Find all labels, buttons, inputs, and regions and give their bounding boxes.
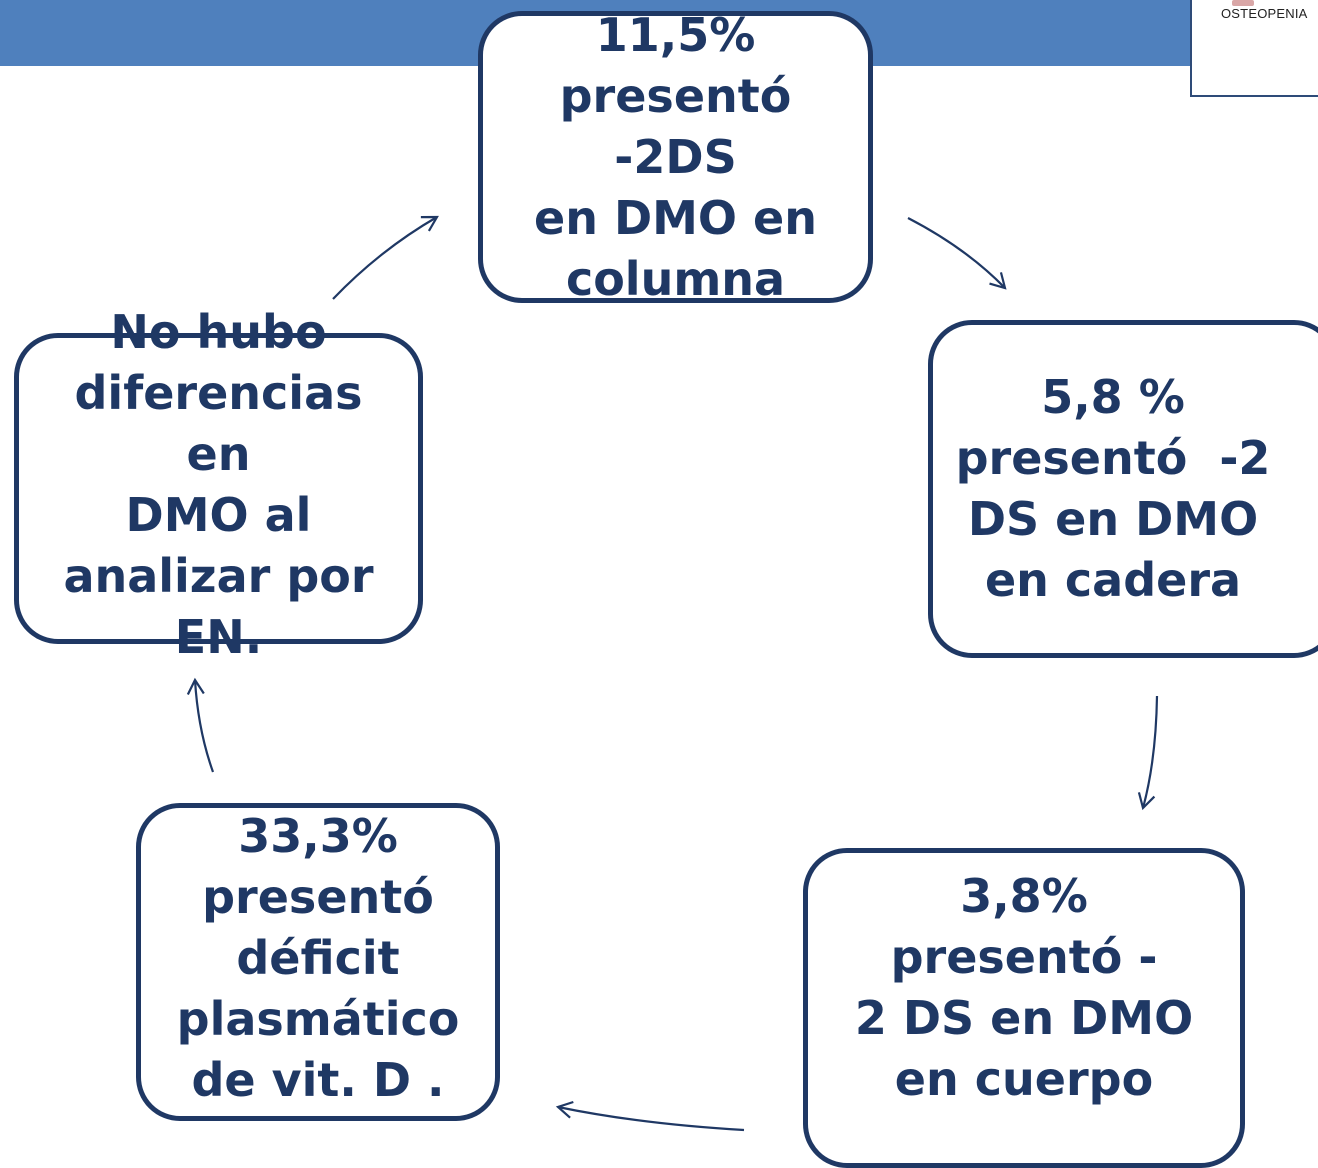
arrow-cuerpo-to-vitd: [555, 1100, 745, 1132]
node-line: EN.: [174, 609, 263, 664]
node-cadera: 5,8 % presentó -2 DS en DMO en cadera: [928, 320, 1318, 658]
node-line: déficit: [236, 930, 400, 985]
node-cuerpo-text: 3,8% presentó - 2 DS en DMO en cuerpo: [838, 866, 1210, 1110]
node-line: de vit. D .: [191, 1052, 445, 1107]
node-line: diferencias en: [74, 365, 363, 481]
arrow-en-to-columna: [332, 215, 439, 300]
node-line: plasmático: [176, 991, 460, 1046]
logo-text: OSTEOPENIA: [1221, 6, 1308, 21]
node-line: columna: [565, 251, 786, 306]
node-columna: 11,5% presentó -2DS en DMO en columna: [478, 8, 873, 306]
node-cadera-text: 5,8 % presentó -2 DS en DMO en cadera: [956, 367, 1271, 611]
node-columna-text: 11,5% presentó -2DS en DMO en columna: [513, 5, 838, 310]
node-line: 5,8 %: [1041, 370, 1185, 424]
arrow-cadera-to-cuerpo: [1137, 695, 1159, 811]
node-vitamina-d: 33,3% presentó déficit plasmático de vit…: [136, 803, 500, 1121]
node-line: 2 DS en DMO: [854, 991, 1194, 1045]
node-line: 11,5%: [595, 7, 756, 62]
node-cuerpo: 3,8% presentó - 2 DS en DMO en cuerpo: [803, 848, 1245, 1168]
node-line: en cadera: [984, 553, 1242, 607]
node-line: No hubo: [110, 304, 327, 359]
logo-mark-icon: [1232, 0, 1254, 6]
node-line: en cuerpo: [894, 1052, 1154, 1106]
node-sin-diferencias-en-text: No hubo diferencias en DMO al analizar p…: [43, 302, 394, 668]
node-line: 33,3%: [238, 808, 398, 863]
node-line: DS en DMO: [967, 492, 1259, 546]
node-line: analizar por: [63, 548, 374, 603]
node-line: presentó: [202, 869, 434, 924]
node-line: presentó -2: [955, 431, 1271, 485]
node-vitamina-d-text: 33,3% presentó déficit plasmático de vit…: [177, 806, 460, 1111]
arrow-vitd-to-en: [186, 677, 215, 773]
logo: OSTEOPENIA: [1190, 0, 1318, 97]
node-line: presentó -2DS: [559, 68, 792, 184]
node-sin-diferencias-en: No hubo diferencias en DMO al analizar p…: [14, 305, 423, 664]
node-line: 3,8% presentó -: [890, 869, 1158, 984]
arrow-columna-to-cadera: [907, 217, 1007, 290]
node-line: DMO al: [125, 487, 312, 542]
node-line: en DMO en: [534, 190, 817, 245]
